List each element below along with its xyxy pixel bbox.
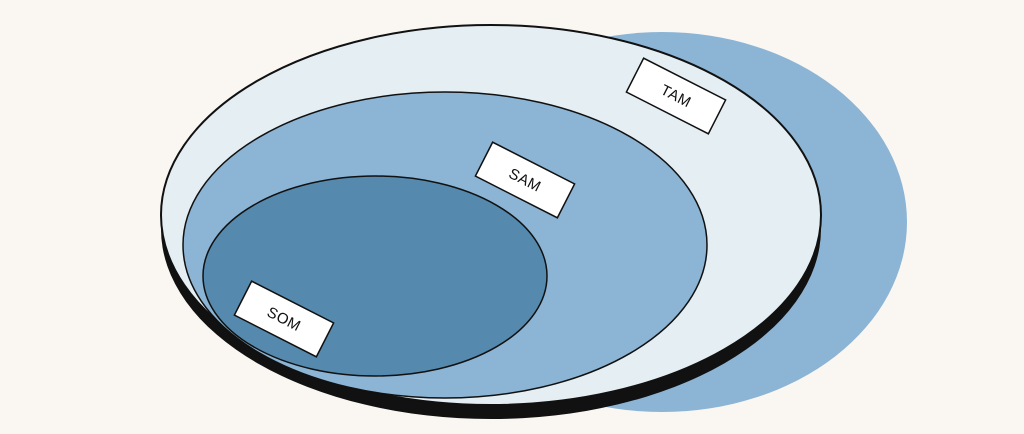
som-label-card: SOM: [233, 280, 335, 358]
tam-label-card: TAM: [625, 57, 727, 135]
sam-label-card: SAM: [474, 141, 576, 219]
som-ellipse: [202, 175, 548, 377]
